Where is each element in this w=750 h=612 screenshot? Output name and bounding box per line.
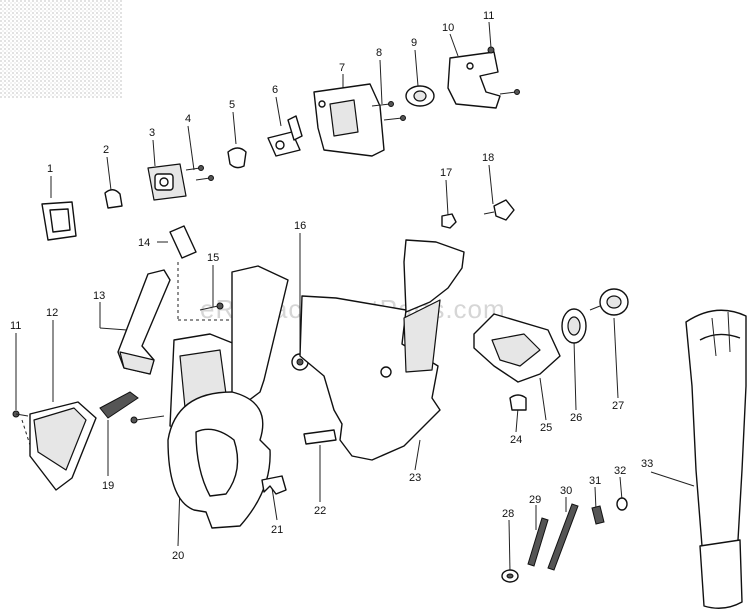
part-5-cap: [227, 147, 247, 169]
label-5: 5: [229, 99, 235, 111]
leader-lines: [15, 21, 695, 573]
part-13-handle: [117, 269, 171, 375]
part-2-clip: [104, 189, 123, 209]
label-13: 13: [93, 290, 105, 302]
label-23: 23: [409, 472, 421, 484]
part-17-nut: [441, 213, 457, 229]
label-28: 28: [502, 508, 514, 520]
part-25-guard: [473, 313, 561, 383]
part-housing-screw: [130, 415, 165, 424]
label-7: 7: [339, 62, 345, 74]
part-7-plate: [313, 83, 385, 157]
label-26: 26: [570, 412, 582, 424]
part-9-ring: [405, 85, 435, 107]
part-21-latch: [261, 475, 287, 495]
label-9: 9: [411, 37, 417, 49]
part-29-tube: [527, 517, 549, 567]
label-30: 30: [560, 485, 572, 497]
part-14-pad: [169, 225, 197, 259]
label-4: 4: [185, 113, 191, 125]
label-27: 27: [612, 400, 624, 412]
part-19-filter: [99, 391, 139, 419]
part-18-knob: [483, 199, 515, 221]
label-22: 22: [314, 505, 326, 517]
part-32-cap: [616, 497, 628, 511]
label-31: 31: [589, 475, 601, 487]
part-1-gasket: [41, 201, 77, 241]
label-17: 17: [440, 167, 452, 179]
part-8-screws: [371, 101, 406, 121]
stipple-corner: [0, 0, 122, 98]
part-12-filter-cover: [29, 401, 97, 491]
label-14: 14: [138, 237, 150, 249]
part-33-blower-tube: [685, 309, 747, 609]
label-32: 32: [614, 465, 626, 477]
part-23-housing-right: [299, 239, 465, 461]
label-8: 8: [376, 47, 382, 59]
part-housing-left: [167, 265, 289, 529]
part-28-washer: [501, 569, 519, 583]
label-21: 21: [271, 524, 283, 536]
label-29: 29: [529, 494, 541, 506]
part-30-tube: [547, 503, 579, 571]
label-11-left: 11: [10, 320, 21, 332]
label-2: 2: [103, 144, 109, 156]
part-24-grommet: [509, 394, 527, 411]
label-3: 3: [149, 127, 155, 139]
label-12: 12: [46, 307, 58, 319]
label-24: 24: [510, 434, 522, 446]
label-10: 10: [442, 22, 454, 34]
part-31-fitting: [591, 505, 605, 525]
part-27-nozzle-ring: [589, 288, 629, 316]
label-20: 20: [172, 550, 184, 562]
label-11-top: 11: [483, 10, 494, 22]
label-6: 6: [272, 84, 278, 96]
part-4-screws: [185, 165, 214, 181]
label-16: 16: [294, 220, 306, 232]
label-25: 25: [540, 422, 552, 434]
label-19: 19: [102, 480, 114, 492]
part-labels: 1 2 3 4 5 6 7 8 9 10 11 11 12 13 14 15 1…: [10, 10, 653, 562]
label-15: 15: [207, 252, 219, 264]
part-3-carburetor: [147, 163, 187, 201]
label-18: 18: [482, 152, 494, 164]
part-22-pin: [303, 429, 337, 445]
part-11-screws-top: [487, 46, 520, 95]
part-10-bracket: [447, 51, 501, 109]
label-33: 33: [641, 458, 653, 470]
part-11-screw-left: [12, 410, 29, 418]
part-26-ring: [561, 308, 587, 344]
part-6-linkage: [267, 115, 303, 157]
part-15-screw: [199, 302, 224, 311]
label-1: 1: [47, 163, 53, 175]
